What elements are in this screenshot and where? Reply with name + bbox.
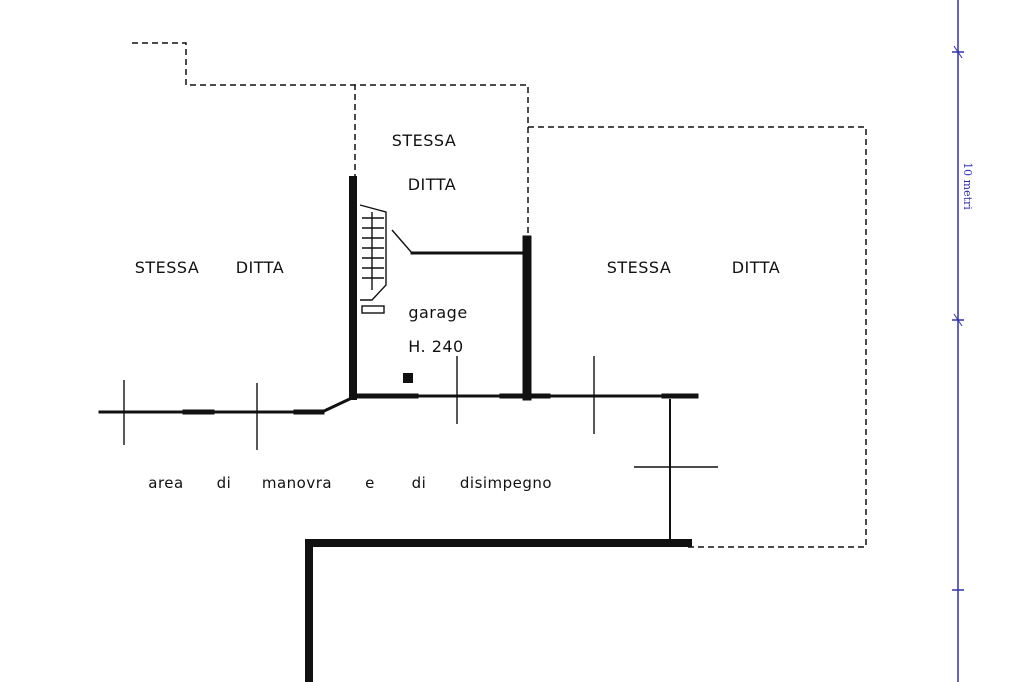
garage-walls xyxy=(349,176,532,401)
maneuver-area-word: manovra xyxy=(262,474,332,492)
garage-height-label: H. 240 xyxy=(408,337,463,356)
scale-label: 10 metri xyxy=(961,162,974,210)
scale-tick xyxy=(953,313,963,327)
neighbor-left-label-word1: STESSA xyxy=(135,258,200,277)
lower-building-wall xyxy=(305,539,692,682)
maneuver-area-word: di xyxy=(412,474,427,492)
neighbor-right-label-word1: STESSA xyxy=(607,258,672,277)
column-marker xyxy=(403,373,413,383)
staircase xyxy=(359,204,387,314)
scale-tick xyxy=(953,45,963,59)
right-boundary xyxy=(528,126,867,548)
top-center-boundary xyxy=(354,84,529,240)
grid-marks xyxy=(123,356,718,544)
stair-outline xyxy=(359,204,387,301)
neighbor-top-label-line2: DITTA xyxy=(408,175,457,194)
maneuver-area-word: disimpegno xyxy=(460,474,552,492)
neighbor-left-label-word2: DITTA xyxy=(236,258,285,277)
neighbor-top-label-line1: STESSA xyxy=(392,131,457,150)
maneuver-area-word: di xyxy=(217,474,232,492)
scale-bar: 10 metri xyxy=(952,0,974,682)
maneuver-area-word: e xyxy=(365,474,375,492)
neighbor-right-label-word2: DITTA xyxy=(732,258,781,277)
garage-label: garage xyxy=(408,303,467,322)
room-labels: STESSA DITTA STESSA DITTA STESSA DITTA g… xyxy=(135,131,781,492)
maneuver-area-word: area xyxy=(148,474,183,492)
door-swing xyxy=(391,229,413,254)
neighbor-boundaries xyxy=(132,42,867,548)
stair-landing xyxy=(361,305,385,314)
front-wall-line xyxy=(98,393,699,415)
top-left-boundary xyxy=(132,42,355,86)
